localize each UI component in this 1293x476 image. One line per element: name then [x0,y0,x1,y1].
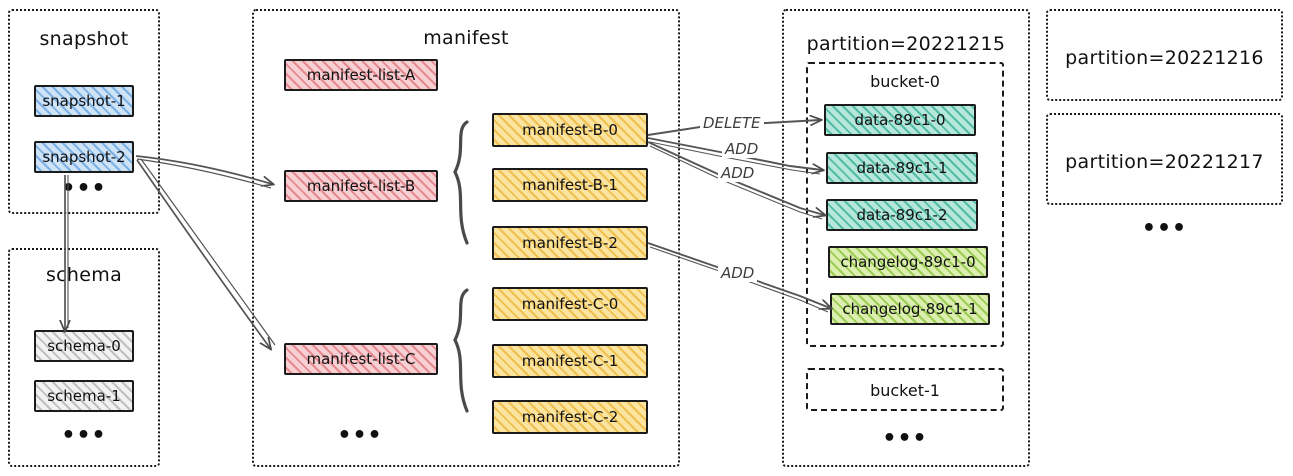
node-schema-1[interactable]: schema-1 [34,380,134,412]
node-snapshot-2-label: snapshot-2 [42,148,126,166]
node-manifest-c-0[interactable]: manifest-C-0 [492,287,648,321]
node-manifest-b-1[interactable]: manifest-B-1 [492,168,648,202]
node-data-89c1-2-label: data-89c1-2 [856,206,948,224]
snapshot-more: ••• [61,176,107,201]
bucket-1-box: bucket-1 [806,368,1004,411]
node-snapshot-1-label: snapshot-1 [42,92,126,110]
node-data-89c1-1[interactable]: data-89c1-1 [826,152,978,184]
group-partition-20221216-title: partition=20221216 [1065,47,1264,69]
group-partition-20221217-title: partition=20221217 [1065,151,1264,173]
edge-label-add-3: ADD [718,264,758,282]
group-manifest-title: manifest [423,27,509,49]
edge-label-delete: DELETE [700,114,764,132]
node-data-89c1-0[interactable]: data-89c1-0 [824,104,976,136]
edge-label-add-1: ADD [722,140,762,158]
node-manifest-list-a-label: manifest-list-A [306,66,416,84]
node-data-89c1-2[interactable]: data-89c1-2 [826,199,978,231]
node-manifest-b-2[interactable]: manifest-B-2 [492,226,648,260]
node-changelog-89c1-0[interactable]: changelog-89c1-0 [828,246,988,278]
group-partition-20221215-title: partition=20221215 [806,33,1006,55]
bucket-0-title: bucket-0 [870,72,940,91]
group-schema-title: schema [45,264,123,286]
node-manifest-b-2-label: manifest-B-2 [522,234,618,252]
bucket-1-title: bucket-1 [870,381,940,400]
group-partition-20221215: partition=20221215 [782,9,1030,467]
node-changelog-89c1-1-label: changelog-89c1-1 [842,300,978,318]
node-manifest-c-2-label: manifest-C-2 [521,408,619,426]
node-manifest-list-c-label: manifest-list-C [306,350,416,368]
node-changelog-89c1-0-label: changelog-89c1-0 [840,253,976,271]
node-manifest-c-1[interactable]: manifest-C-1 [492,344,648,378]
node-schema-1-label: schema-1 [47,387,121,405]
node-snapshot-1[interactable]: snapshot-1 [34,85,134,117]
node-manifest-list-b-label: manifest-list-B [306,177,416,195]
group-snapshot: snapshot [8,9,160,214]
node-manifest-b-0[interactable]: manifest-B-0 [492,113,648,147]
schema-more: ••• [61,423,107,448]
group-partition-20221217: partition=20221217 [1046,113,1283,205]
node-changelog-89c1-1[interactable]: changelog-89c1-1 [830,293,990,325]
node-manifest-list-c[interactable]: manifest-list-C [284,343,438,375]
node-data-89c1-1-label: data-89c1-1 [856,159,948,177]
group-partition-20221216: partition=20221216 [1046,9,1283,101]
node-manifest-b-0-label: manifest-B-0 [522,121,618,139]
node-snapshot-2[interactable]: snapshot-2 [34,141,134,173]
node-manifest-list-b[interactable]: manifest-list-B [284,170,438,202]
node-manifest-c-0-label: manifest-C-0 [521,295,619,313]
group-snapshot-title: snapshot [39,28,129,50]
partitions-more: ••• [1141,216,1188,241]
node-manifest-c-1-label: manifest-C-1 [521,352,619,370]
node-data-89c1-0-label: data-89c1-0 [854,111,946,129]
manifest-more: ••• [337,423,383,448]
node-manifest-b-1-label: manifest-B-1 [522,176,618,194]
node-manifest-list-a[interactable]: manifest-list-A [284,59,438,91]
partition-1215-more: ••• [882,426,928,451]
node-schema-0[interactable]: schema-0 [34,330,134,362]
edge-label-add-2: ADD [718,164,758,182]
node-manifest-c-2[interactable]: manifest-C-2 [492,400,648,434]
node-schema-0-label: schema-0 [47,337,121,355]
